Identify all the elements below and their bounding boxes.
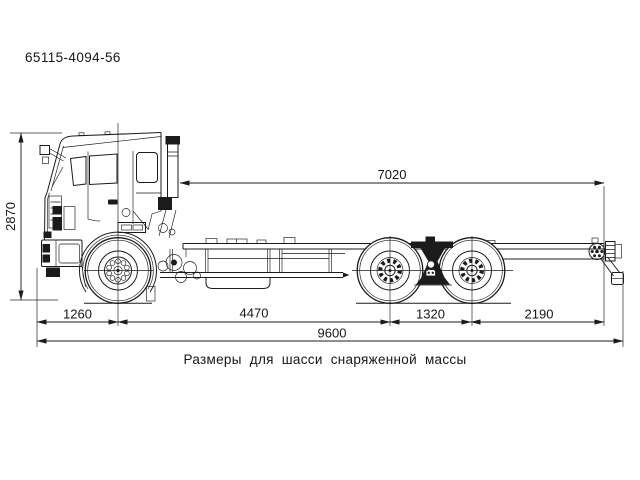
tow-hook <box>46 267 60 277</box>
headlight <box>43 231 52 238</box>
wiper <box>52 166 64 187</box>
door-handle <box>108 199 118 205</box>
dimension-lines <box>18 132 624 344</box>
bogie-suspension <box>411 236 453 286</box>
dim-height-label: 2870 <box>3 202 18 231</box>
centerlines <box>84 123 513 326</box>
model-number: 65115-4094-56 <box>25 50 121 65</box>
dimension-labels: 2870 7020 1260 4470 1320 2190 9600 <box>3 167 553 341</box>
rear-hitch <box>588 237 624 285</box>
mirror <box>39 145 50 155</box>
dim-total-length-label: 9600 <box>318 326 347 341</box>
rear-side-window <box>136 152 158 183</box>
dim-bogie-spread-label: 1320 <box>416 307 445 322</box>
vent-window <box>69 155 87 187</box>
mud-flap <box>146 286 156 302</box>
air-intake-stack <box>158 136 180 239</box>
drawing-caption: Размеры для шасси снаряженной массы <box>183 352 467 367</box>
dim-frame-length-label: 7020 <box>378 167 407 182</box>
dim-front-overhang-label: 1260 <box>63 307 92 322</box>
front-bumper <box>41 239 83 267</box>
dim-wheelbase-label: 4470 <box>240 306 269 321</box>
door-window <box>89 153 118 186</box>
dim-rear-overhang-label: 2190 <box>525 307 554 322</box>
door-seam <box>87 151 101 222</box>
extension-lines <box>10 132 624 347</box>
